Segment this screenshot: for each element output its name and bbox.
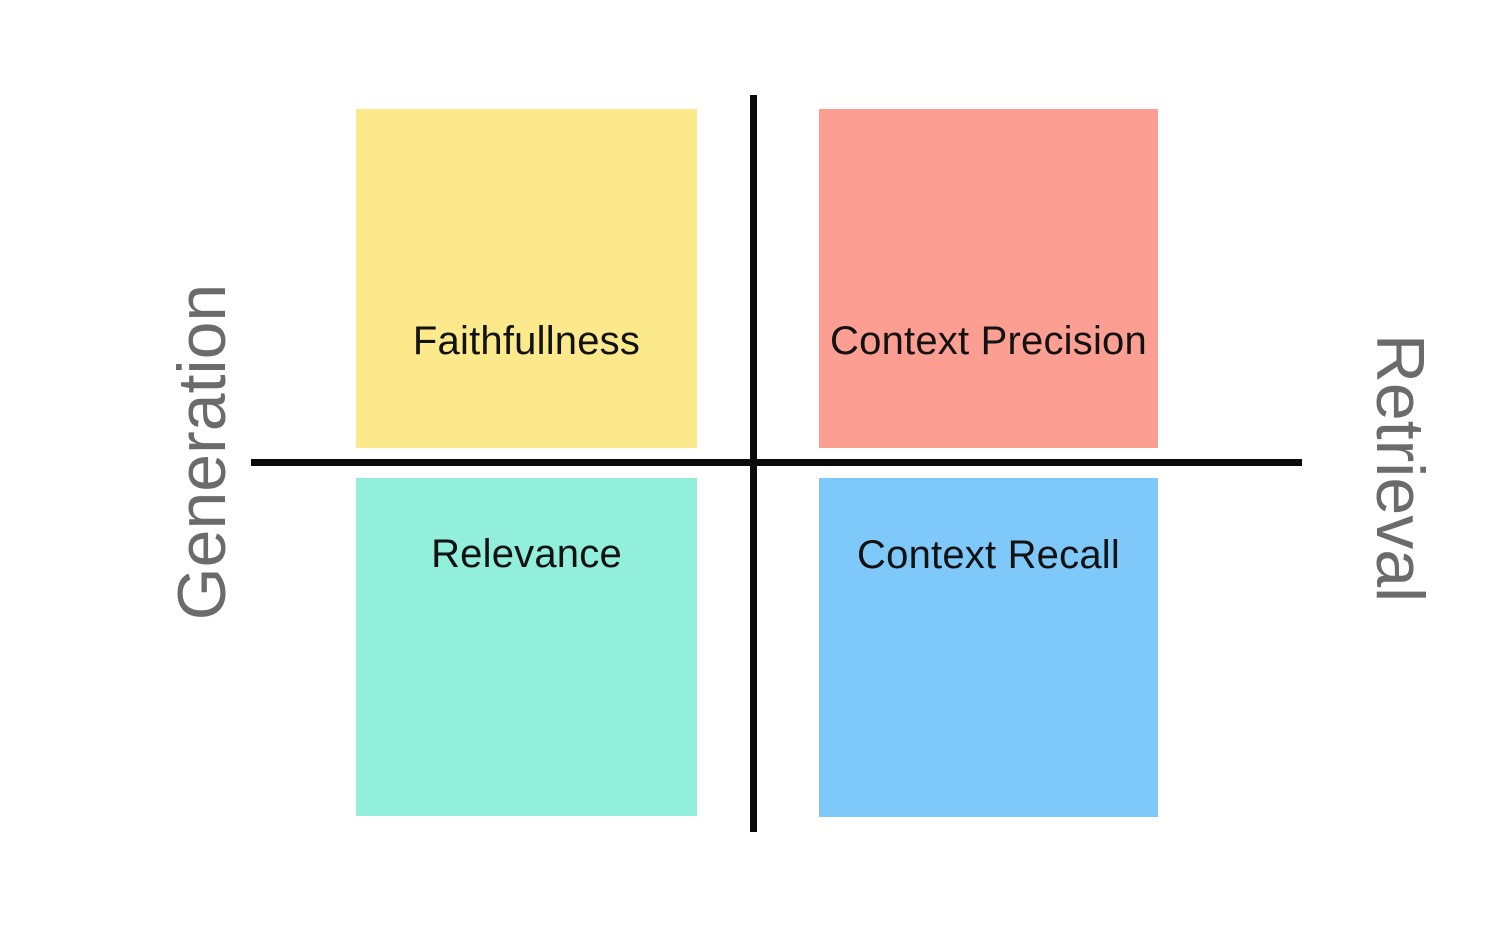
quadrant-label-relevance: Relevance [431, 532, 622, 576]
quadrant-label-context-recall: Context Recall [857, 532, 1120, 577]
quadrant-label-faithfullness: Faithfullness [412, 318, 641, 363]
quadrant-top-left-faithfullness: Faithfullness [356, 109, 697, 448]
quadrant-label-context-precision: Context Precision [830, 318, 1147, 363]
quadrant-bottom-right-context-recall: Context Recall [819, 478, 1158, 817]
axis-label-retrieval: Retrieval [1362, 333, 1438, 603]
axis-label-generation: Generation [164, 283, 240, 621]
quadrant-top-right-context-precision: Context Precision [819, 109, 1158, 448]
horizontal-axis-line [251, 459, 1302, 466]
quadrant-bottom-left-relevance: Relevance [356, 478, 697, 816]
